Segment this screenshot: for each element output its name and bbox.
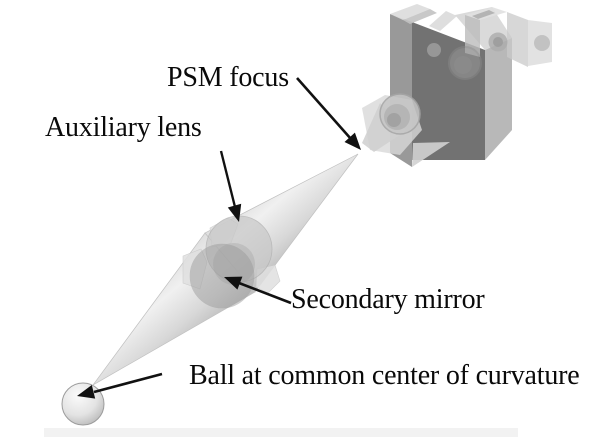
arrow-psm-focus bbox=[296, 77, 361, 150]
ground-strip bbox=[44, 428, 518, 437]
label-secondary-mirror: Secondary mirror bbox=[291, 284, 485, 315]
lens-assembly-model bbox=[182, 215, 281, 309]
label-ball-at-common-center: Ball at common center of curvature bbox=[189, 360, 580, 391]
label-auxiliary-lens: Auxiliary lens bbox=[45, 112, 202, 143]
side-boss-circle bbox=[534, 35, 550, 51]
secondary-mirror-core bbox=[213, 243, 255, 285]
arrow-ball bbox=[77, 372, 163, 399]
arrow-auxiliary-lens bbox=[219, 150, 242, 222]
psm-bracket bbox=[390, 4, 512, 167]
psm-head-model bbox=[362, 4, 552, 167]
secondary-mirror-disc bbox=[189, 243, 255, 309]
psm-top-blocks bbox=[448, 7, 552, 80]
annotation-arrows bbox=[77, 77, 361, 399]
psm-objective-barrel bbox=[362, 93, 422, 155]
arrow-secondary-mirror bbox=[224, 276, 292, 305]
label-psm-focus: PSM focus bbox=[167, 62, 289, 93]
ball-model bbox=[61, 382, 105, 426]
